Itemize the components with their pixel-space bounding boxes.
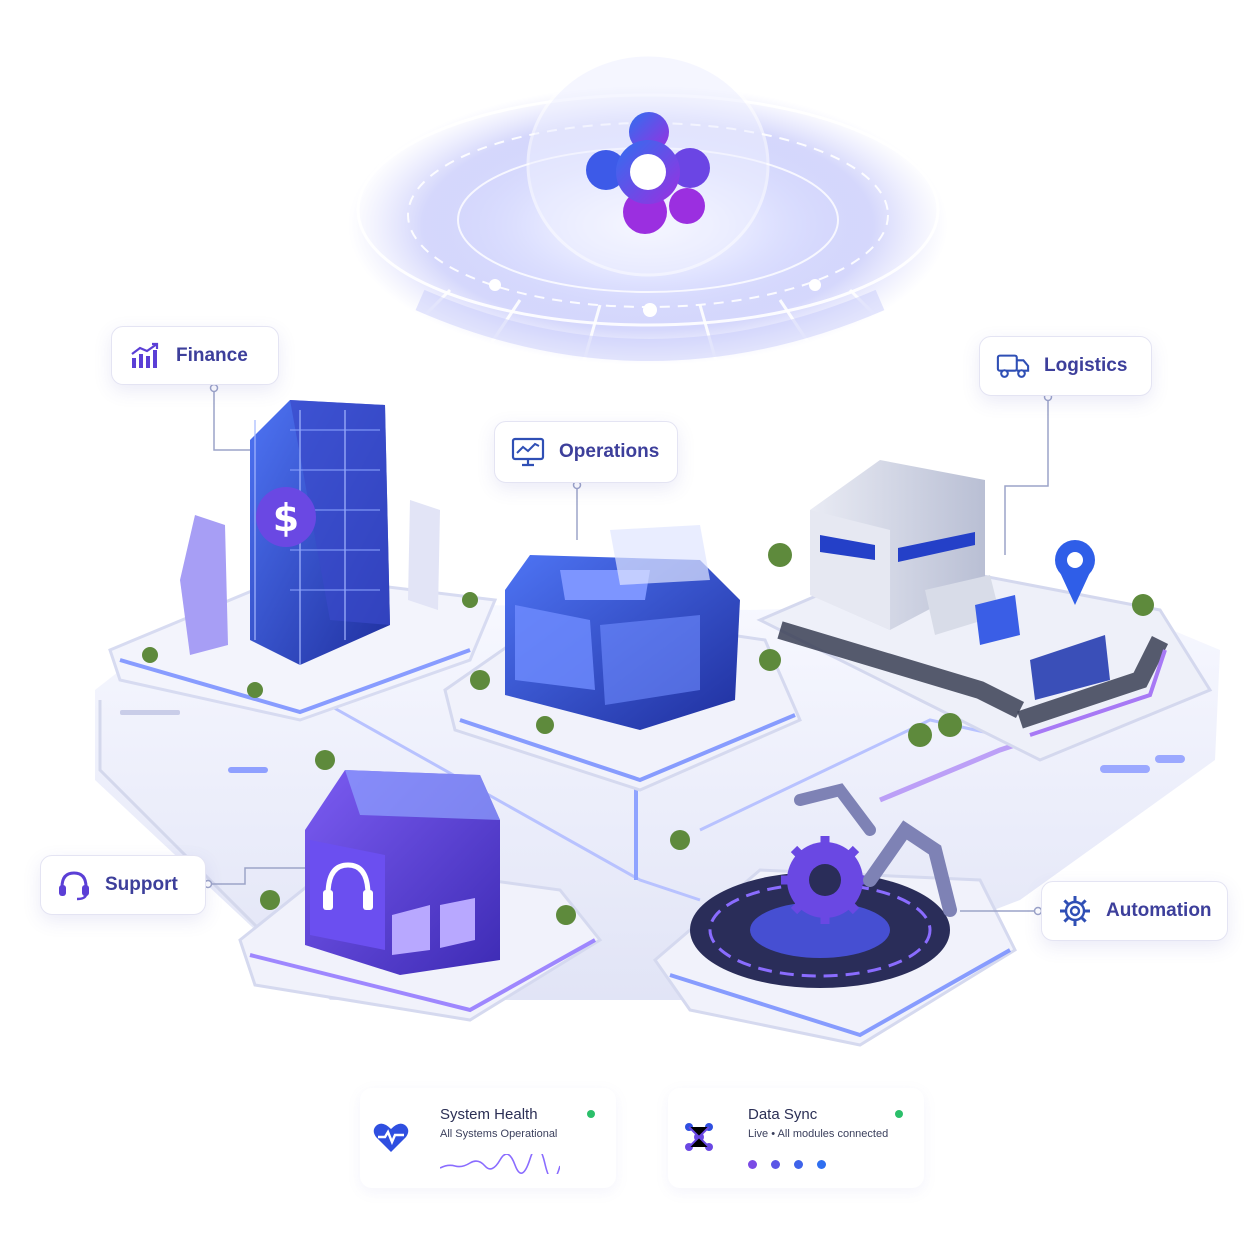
data-sync-card[interactable]: Data Sync Live • All modules connected xyxy=(668,1088,924,1188)
logistics-label: Logistics xyxy=(1044,355,1128,376)
data-sync-status-dot xyxy=(895,1110,903,1118)
automation-label-card[interactable]: Automation xyxy=(1041,881,1228,941)
finance-tower: $ xyxy=(108,400,498,722)
support-label: Support xyxy=(105,874,178,895)
gear-icon xyxy=(1058,894,1092,928)
system-health-status-dot xyxy=(587,1110,595,1118)
operations-label: Operations xyxy=(559,441,660,462)
svg-text:$: $ xyxy=(273,496,299,540)
automation-label: Automation xyxy=(1106,900,1212,921)
sync-dot xyxy=(771,1160,780,1169)
sync-dot xyxy=(748,1160,757,1169)
finance-chart-icon xyxy=(128,339,162,373)
system-health-card[interactable]: System Health All Systems Operational xyxy=(360,1088,616,1188)
health-sparkline xyxy=(440,1154,560,1174)
network-nodes-icon xyxy=(680,1118,718,1156)
monitor-chart-icon xyxy=(511,435,545,469)
operations-label-card[interactable]: Operations xyxy=(494,421,678,483)
sync-dot xyxy=(794,1160,803,1169)
automation-hub xyxy=(652,783,1017,1047)
operations-center xyxy=(443,525,802,792)
sync-dot xyxy=(817,1160,826,1169)
system-health-title: System Health xyxy=(440,1106,538,1123)
label-leader-lines xyxy=(203,383,1053,916)
headset-icon xyxy=(57,868,91,902)
data-sync-title: Data Sync xyxy=(748,1106,818,1123)
system-health-subtitle: All Systems Operational xyxy=(440,1128,558,1140)
network-hub-logo-icon xyxy=(586,112,710,234)
finance-label: Finance xyxy=(176,344,248,366)
logistics-warehouse xyxy=(756,460,1213,762)
truck-icon xyxy=(996,349,1030,383)
data-sync-subtitle: Live • All modules connected xyxy=(748,1128,889,1140)
heartbeat-icon xyxy=(372,1118,410,1156)
support-label-card[interactable]: Support xyxy=(40,855,206,915)
sync-progress-dots xyxy=(748,1160,826,1169)
logistics-label-card[interactable]: Logistics xyxy=(979,336,1152,396)
support-center xyxy=(238,750,603,1022)
finance-label-card[interactable]: Finance xyxy=(111,326,279,385)
